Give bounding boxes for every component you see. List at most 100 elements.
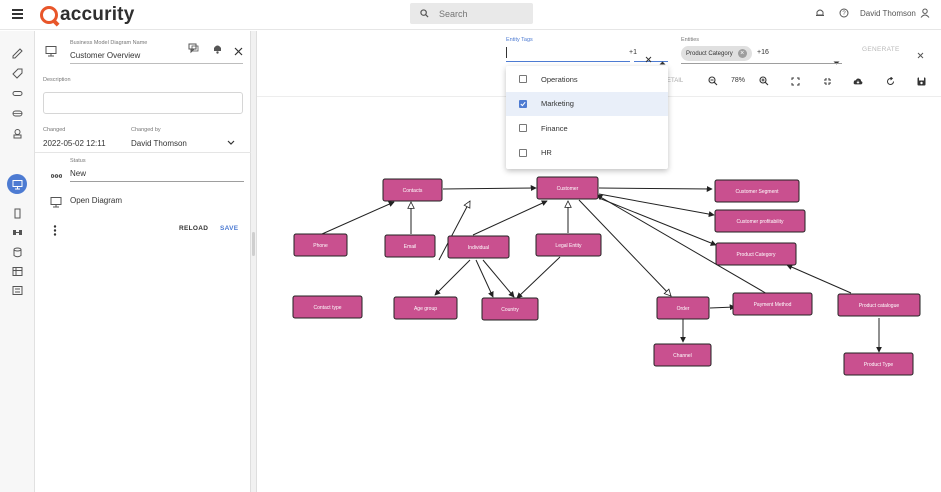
tag-option-label: Marketing	[541, 99, 574, 108]
entity-node-customer-profitability[interactable]: Customer profitability	[714, 209, 806, 233]
entity-node-product-catalogue[interactable]: Product catalogue	[837, 293, 921, 317]
collapse-tags-icon[interactable]	[659, 52, 666, 70]
relations-icon[interactable]	[11, 226, 23, 238]
refresh-icon[interactable]	[885, 76, 895, 86]
entity-node-order[interactable]: Order	[656, 296, 710, 320]
open-diagram-link[interactable]: Open Diagram	[70, 196, 123, 205]
reload-button[interactable]: RELOAD	[179, 225, 209, 232]
table-icon[interactable]	[11, 265, 23, 277]
entity-icon[interactable]	[11, 127, 23, 139]
save-diagram-icon[interactable]	[916, 76, 926, 86]
search-bar[interactable]	[410, 3, 533, 24]
zoom-in-icon[interactable]	[759, 76, 769, 86]
close-icon[interactable]	[234, 43, 243, 61]
entity-node-label: Product Type	[864, 362, 894, 368]
entity-node-channel[interactable]: Channel	[653, 343, 712, 367]
remove-chip-icon[interactable]: ×	[737, 49, 747, 58]
fit-screen-icon[interactable]	[790, 76, 800, 86]
tag-checkbox[interactable]	[519, 99, 527, 108]
text-caret	[506, 47, 507, 58]
tag-checkbox[interactable]	[519, 75, 527, 83]
entity-node-contact-type[interactable]: Contact type	[292, 295, 363, 319]
entity-chip[interactable]: Product Category ×	[681, 46, 752, 61]
expand-chevron-icon[interactable]	[227, 133, 235, 151]
entity-node-phone[interactable]: Phone	[293, 233, 348, 257]
document-icon[interactable]	[11, 207, 23, 219]
entity-node-individual[interactable]: Individual	[447, 235, 510, 259]
generate-button[interactable]: GENERATE	[862, 46, 900, 53]
entities-dropdown-icon[interactable]	[833, 52, 840, 70]
more-options-icon[interactable]	[53, 223, 57, 241]
user-icon[interactable]	[920, 8, 930, 20]
tag-option[interactable]: Operations	[506, 67, 668, 91]
tag-checkbox[interactable]	[519, 148, 527, 157]
edit-icon[interactable]	[11, 47, 23, 59]
edge	[442, 185, 537, 192]
help-icon[interactable]: ?	[839, 8, 849, 20]
entity-node-product-category[interactable]: Product Category	[715, 242, 797, 266]
entity-node-box[interactable]	[535, 233, 602, 257]
splitter-handle[interactable]	[252, 232, 255, 256]
menu-icon[interactable]	[12, 9, 23, 19]
entity-node-box[interactable]	[447, 235, 510, 259]
entity-relationship-diagram[interactable]: Contacts Customer Customer SegmentCustomer…	[257, 97, 941, 397]
left-icon-rail	[0, 31, 35, 492]
entity-node-box[interactable]	[714, 209, 806, 233]
entity-node-customer-segment[interactable]: Customer Segment	[714, 179, 800, 203]
search-input[interactable]	[439, 8, 519, 19]
edge	[438, 201, 471, 261]
entity-node-box[interactable]	[393, 296, 458, 320]
save-button[interactable]: SAVE	[220, 225, 239, 232]
detail-toggle[interactable]: ETAIL	[667, 78, 684, 84]
entity-node-legal-entity[interactable]: Legal Entity	[535, 233, 602, 257]
tag-checkbox[interactable]	[519, 124, 527, 132]
entity-node-box[interactable]	[384, 234, 436, 258]
entity-node-box[interactable]	[837, 293, 921, 317]
capsule-icon[interactable]	[11, 107, 23, 119]
database-icon[interactable]	[11, 246, 23, 258]
entity-node-box[interactable]	[714, 179, 800, 203]
clear-tags-icon[interactable]	[645, 50, 652, 68]
diagram-edges	[321, 185, 882, 353]
entity-node-box[interactable]	[843, 352, 914, 376]
entity-node-box[interactable]	[656, 296, 710, 320]
zoom-out-icon[interactable]	[708, 76, 718, 86]
panel-splitter[interactable]	[251, 31, 257, 492]
entity-node-age-group[interactable]: Age group	[393, 296, 458, 320]
close-filters-icon[interactable]	[917, 46, 924, 64]
cloud-download-icon[interactable]	[853, 76, 863, 86]
entity-node-box[interactable]	[293, 233, 348, 257]
detail-panel: Business Model Diagram Name Customer Ove…	[35, 31, 251, 492]
changed-by-value: David Thomson	[131, 139, 187, 148]
comments-icon[interactable]	[188, 41, 199, 59]
diagram-icon[interactable]	[11, 178, 23, 190]
tag-option[interactable]: HR	[506, 141, 668, 165]
entity-node-box[interactable]	[732, 292, 813, 316]
entity-node-box[interactable]	[536, 176, 599, 200]
notifications-icon[interactable]	[815, 8, 825, 20]
pill-icon[interactable]	[11, 87, 23, 99]
center-icon[interactable]	[822, 76, 832, 86]
entity-node-customer[interactable]: Customer	[536, 176, 599, 200]
entity-node-box[interactable]	[382, 178, 443, 202]
description-field[interactable]	[43, 92, 243, 114]
report-icon[interactable]	[11, 284, 23, 296]
entity-node-email[interactable]: Email	[384, 234, 436, 258]
status-value[interactable]: New	[70, 169, 87, 178]
entity-node-product-type[interactable]: Product Type	[843, 352, 914, 376]
entity-node-box[interactable]	[292, 295, 363, 319]
tag-icon[interactable]	[11, 67, 23, 79]
tag-option[interactable]: Finance	[506, 116, 668, 140]
entity-node-box[interactable]	[653, 343, 712, 367]
entity-node-box[interactable]	[715, 242, 797, 266]
entity-node-country[interactable]: Country	[481, 297, 539, 321]
name-field-value[interactable]: Customer Overview	[70, 51, 141, 60]
tag-option[interactable]: Marketing	[506, 91, 668, 116]
app-logo[interactable]: accurity	[40, 4, 134, 26]
bell-icon[interactable]	[212, 41, 223, 59]
entity-node-payment-method[interactable]: Payment Method	[732, 292, 813, 316]
user-name[interactable]: David Thomson	[860, 9, 916, 18]
entity-node-contacts[interactable]: Contacts	[382, 178, 443, 202]
entity-tags-more-count: +1	[629, 49, 637, 56]
entity-node-box[interactable]	[481, 297, 539, 321]
